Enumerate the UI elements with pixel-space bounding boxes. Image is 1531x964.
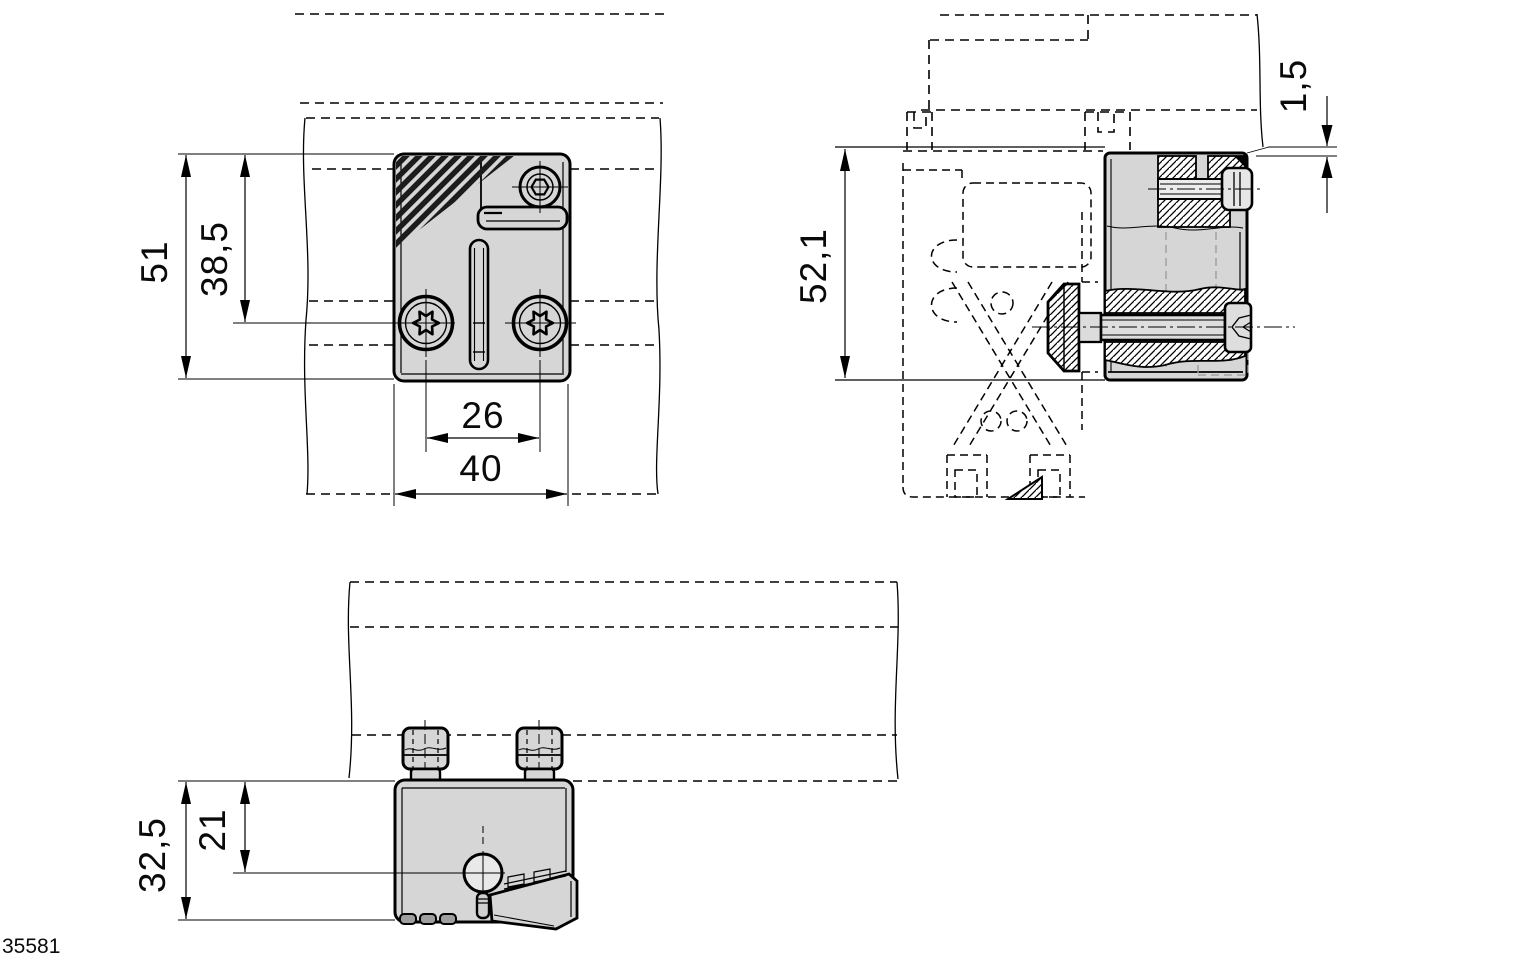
dim-52-1: 52,1 xyxy=(793,149,850,378)
dim-label-32-5: 32,5 xyxy=(132,817,173,893)
dim-label-38-5: 38,5 xyxy=(194,221,235,297)
t-bolt-head-left xyxy=(401,720,450,785)
t-bolt-head-right xyxy=(515,720,564,785)
clamp-wedge xyxy=(488,868,579,931)
bottom-profile-break-lines xyxy=(347,581,899,780)
front-block xyxy=(392,152,576,383)
dim-32-5: 32,5 xyxy=(132,780,395,921)
dim-label-51: 51 xyxy=(134,240,175,283)
dim-38-5: 38,5 xyxy=(194,155,398,324)
center-slot xyxy=(468,238,490,371)
bottom-block xyxy=(393,778,579,931)
socket-head-screw xyxy=(1032,301,1295,354)
dim-1-5: 1,5 xyxy=(1246,59,1337,213)
front-profile-hidden-outline xyxy=(295,13,668,495)
locating-pin xyxy=(475,891,491,920)
section-profile-cross-section xyxy=(902,163,1098,498)
torx-screw-left xyxy=(397,289,455,357)
dim-40: 40 xyxy=(393,384,569,506)
bolt-channel-hatch-upper xyxy=(1104,286,1246,314)
bottom-view: 32,5 21 xyxy=(132,581,899,931)
part-number: 35581 xyxy=(2,935,60,958)
dim-51: 51 xyxy=(134,153,394,380)
dim-21: 21 xyxy=(192,782,464,874)
torx-screw-right xyxy=(505,289,576,357)
set-screw xyxy=(1148,166,1262,212)
dim-label-26: 26 xyxy=(461,395,504,436)
section-view: 52,1 1,5 xyxy=(793,13,1337,500)
front-view: 51 38,5 26 40 xyxy=(134,13,668,506)
section-strut-hidden-outline xyxy=(903,14,1257,152)
front-profile-break-lines xyxy=(302,117,662,495)
dim-label-21: 21 xyxy=(192,808,233,851)
dim-label-1-5: 1,5 xyxy=(1273,59,1314,113)
profile-lip-section xyxy=(1004,475,1043,500)
bolt-channel-hatch-lower xyxy=(1104,341,1246,368)
clamp-screw xyxy=(512,161,568,213)
dim-label-52-1: 52,1 xyxy=(793,228,834,304)
section-block xyxy=(1032,151,1295,382)
dim-label-40: 40 xyxy=(459,448,502,489)
section-strut-break-line xyxy=(1256,13,1264,148)
foot-pad xyxy=(399,913,417,925)
foot-pad xyxy=(419,913,437,925)
mounting-slot xyxy=(476,205,569,231)
dim-26: 26 xyxy=(425,360,541,452)
foot-pad xyxy=(439,913,457,925)
